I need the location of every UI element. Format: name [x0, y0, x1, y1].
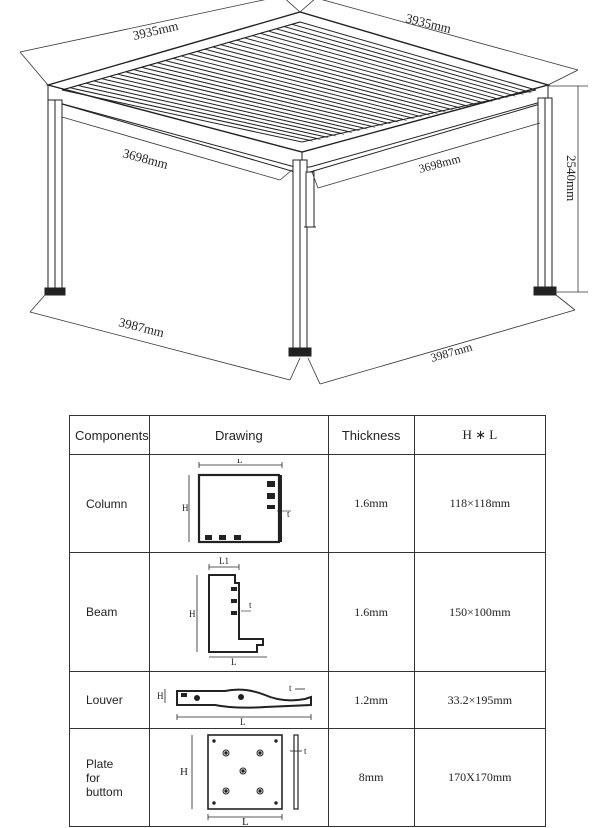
louver-slat-edge — [279, 29, 516, 97]
pergola-drawing: 3935mm 3935mm 3698mm 3698mm 2540mm 3987m… — [19, 0, 588, 385]
louver-slat-edge — [144, 68, 384, 126]
column-front — [288, 159, 312, 357]
thickness-value: 1.6mm — [327, 552, 415, 672]
louver-slat-edge — [287, 27, 524, 95]
louver-slat-edge — [128, 72, 368, 130]
component-name: Plate for buttom — [68, 728, 151, 827]
louver-slat-edge — [80, 86, 321, 140]
header-components: Components — [68, 415, 151, 455]
component-line: buttom — [86, 784, 123, 799]
louver-slat-edge — [120, 74, 360, 132]
louver-slat-edge — [104, 79, 345, 135]
louver-slat-edge — [263, 34, 501, 100]
component-name: Beam — [68, 552, 151, 672]
louver-slat-edge — [176, 59, 415, 119]
louver-slat-edge — [231, 43, 469, 107]
louver-slat-edge — [255, 36, 493, 102]
louver-slat-edge — [96, 81, 337, 137]
label-t: t — [287, 509, 290, 519]
column-back — [304, 171, 316, 228]
louver-slat-edge — [247, 38, 485, 104]
label-h: H — [180, 766, 188, 778]
label-l: L — [242, 816, 249, 825]
louver-slat — [101, 78, 342, 134]
louver-slat — [93, 80, 334, 136]
size-value: 170X170mm — [413, 728, 547, 827]
louver-slat — [69, 87, 310, 141]
label-h: H — [189, 609, 196, 619]
component-line: for — [86, 770, 101, 785]
louver-slat-edge — [183, 56, 423, 118]
label-l1: L1 — [219, 557, 229, 566]
table-row: Plate for buttom — [68, 728, 547, 827]
table-row: Louver H L t 1. — [68, 671, 547, 729]
table-row: Beam L1 H — [68, 552, 547, 672]
header-drawing: Drawing — [149, 415, 329, 455]
label-l: L — [240, 717, 246, 725]
dim-base-right: 3987mm — [429, 339, 475, 364]
louver-slat-edge — [191, 54, 430, 116]
dim-beam-left: 3698mm — [121, 145, 170, 171]
louver-slat-edge — [168, 61, 407, 121]
dim-beam-right: 3698mm — [417, 151, 462, 176]
louver-slat — [165, 60, 404, 120]
dim-top-left: 3935mm — [131, 18, 179, 43]
louver-slat — [125, 71, 365, 129]
label-t: t — [289, 683, 292, 693]
louver-slat-edge — [152, 65, 391, 125]
dim-height: 2540mm — [564, 155, 579, 201]
louver-slat — [77, 85, 318, 139]
header-hl: H ∗ L — [413, 415, 547, 455]
dim-base-left: 3987mm — [117, 314, 165, 340]
beam-profile-drawing: L1 H t L — [149, 552, 329, 672]
table-header-row: Components Drawing Thickness H ∗ L — [68, 415, 547, 455]
louver-slat-edge — [223, 45, 462, 109]
column-profile-drawing: L H t — [149, 454, 329, 553]
louver-slat-edge — [271, 31, 508, 99]
louver-slat-edge — [239, 40, 477, 106]
louver-slat-edge — [294, 25, 532, 93]
column-left — [44, 99, 66, 296]
louver-slat-edge — [207, 49, 446, 113]
louver-slat — [85, 82, 326, 138]
louver-slat-edge — [112, 77, 352, 133]
label-t: t — [304, 746, 307, 756]
louver-slat — [109, 75, 349, 133]
component-name: Column — [68, 454, 151, 553]
louver-slat-edge — [72, 88, 313, 142]
louver-slat — [149, 64, 388, 124]
thickness-value: 1.2mm — [327, 671, 415, 729]
dim-top-right: 3935mm — [404, 10, 452, 36]
louver-slat — [157, 62, 396, 122]
louver-profile-drawing: H L t — [149, 671, 329, 729]
thickness-value: 8mm — [327, 728, 415, 827]
table-row: Column — [68, 454, 547, 553]
component-line: Plate — [86, 756, 114, 771]
column-right — [533, 97, 557, 296]
size-value: 118×118mm — [413, 454, 547, 553]
plate-drawing: H L t — [149, 728, 329, 827]
louver-slat — [141, 66, 381, 126]
component-name: Louver — [68, 671, 151, 729]
label-h: H — [182, 503, 189, 513]
header-thickness: Thickness — [327, 415, 415, 455]
louver-slat — [117, 73, 357, 131]
louver-slat-edge — [160, 63, 399, 123]
size-value: 150×100mm — [413, 552, 547, 672]
label-h: H — [157, 691, 164, 701]
louver-slat-edge — [88, 83, 329, 139]
label-l: L — [237, 459, 243, 465]
louver-slat-edge — [136, 70, 376, 128]
size-value: 33.2×195mm — [413, 671, 547, 729]
louver-slat — [133, 69, 373, 127]
louver-slat-edge — [215, 47, 454, 111]
roof-louvers — [69, 23, 532, 142]
label-t: t — [249, 600, 252, 610]
louver-slat-edge — [199, 52, 438, 114]
components-table: Components Drawing Thickness H ∗ L Colum… — [68, 415, 547, 827]
thickness-value: 1.6mm — [327, 454, 415, 553]
label-l: L — [231, 657, 237, 667]
